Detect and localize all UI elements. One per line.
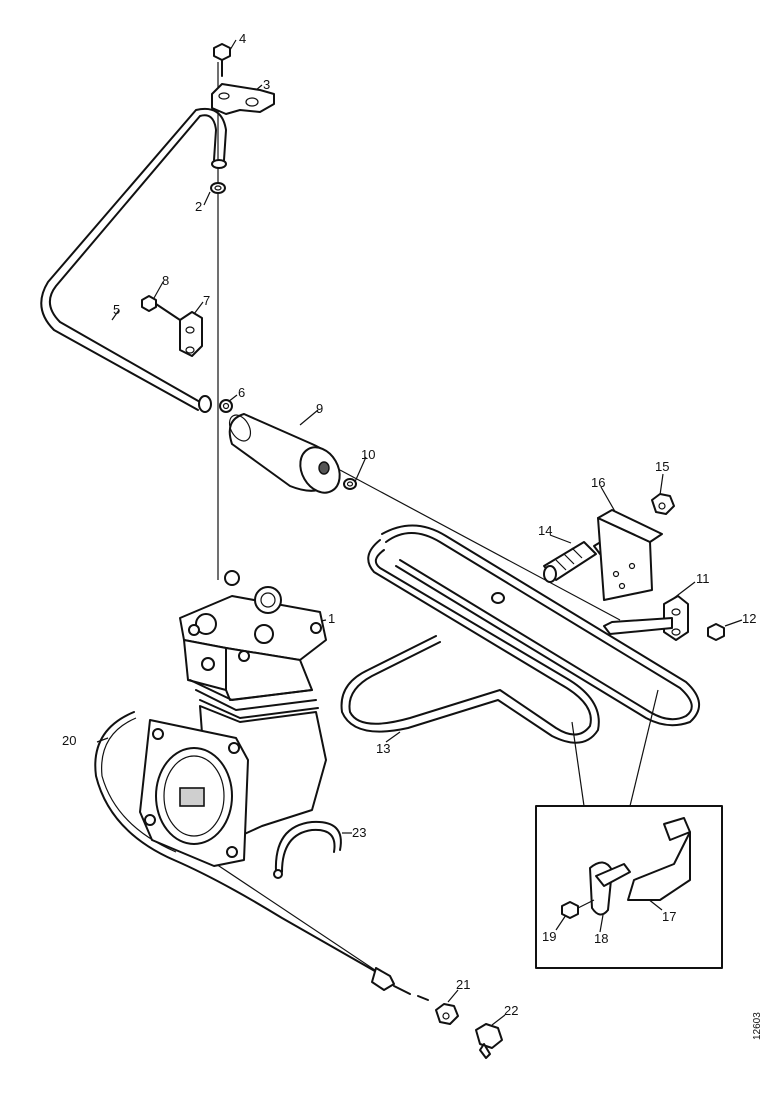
- callout-22: 22: [504, 1003, 519, 1018]
- callout-13: 13: [376, 741, 391, 756]
- fitting-part-21: [435, 1003, 459, 1025]
- fitting-part-22: [475, 1023, 503, 1059]
- document-id: 12603: [752, 1012, 763, 1040]
- cable-part-20: [94, 711, 429, 1001]
- compressor-part-1: [139, 570, 327, 867]
- bracket-part-3: [211, 83, 275, 115]
- callout-16: 16: [591, 475, 606, 490]
- detail-inset: [535, 689, 723, 969]
- pipe-part-13: [340, 524, 700, 744]
- o-ring-part-10: [343, 478, 357, 490]
- bolt-part-4: [213, 43, 231, 77]
- callout-11: 11: [696, 571, 710, 586]
- callout-14: 14: [538, 523, 553, 538]
- plate-part-16: [597, 509, 663, 601]
- callout-21: 21: [456, 977, 471, 992]
- bolt-part-12: [707, 623, 725, 641]
- callout-18: 18: [594, 931, 609, 946]
- o-ring-part-6: [219, 399, 233, 413]
- clamp-part-7: [179, 311, 203, 357]
- callout-3: 3: [263, 77, 271, 92]
- callout-19: 19: [542, 929, 557, 944]
- callout-4: 4: [239, 31, 247, 46]
- callout-9: 9: [316, 401, 324, 416]
- callout-7: 7: [203, 293, 211, 308]
- bolt-part-8: [141, 295, 181, 321]
- callout-23: 23: [352, 825, 367, 840]
- pipe-part-5: [40, 108, 227, 413]
- callout-2: 2: [195, 199, 203, 214]
- o-ring-part-2: [210, 182, 226, 194]
- callout-17: 17: [662, 909, 677, 924]
- callout-20: 20: [62, 733, 77, 748]
- nut-part-15: [651, 493, 675, 515]
- fitting-part-14: [543, 539, 611, 583]
- callout-8: 8: [162, 273, 170, 288]
- callout-5: 5: [113, 302, 121, 317]
- clip-ring-part-23: [273, 820, 342, 879]
- callout-1: 1: [328, 611, 336, 626]
- callout-10: 10: [361, 447, 376, 462]
- clamp-part-11: [603, 595, 689, 641]
- filter-part-9: [228, 413, 341, 494]
- callout-15: 15: [655, 459, 670, 474]
- callout-12: 12: [742, 611, 757, 626]
- callout-6: 6: [238, 385, 246, 400]
